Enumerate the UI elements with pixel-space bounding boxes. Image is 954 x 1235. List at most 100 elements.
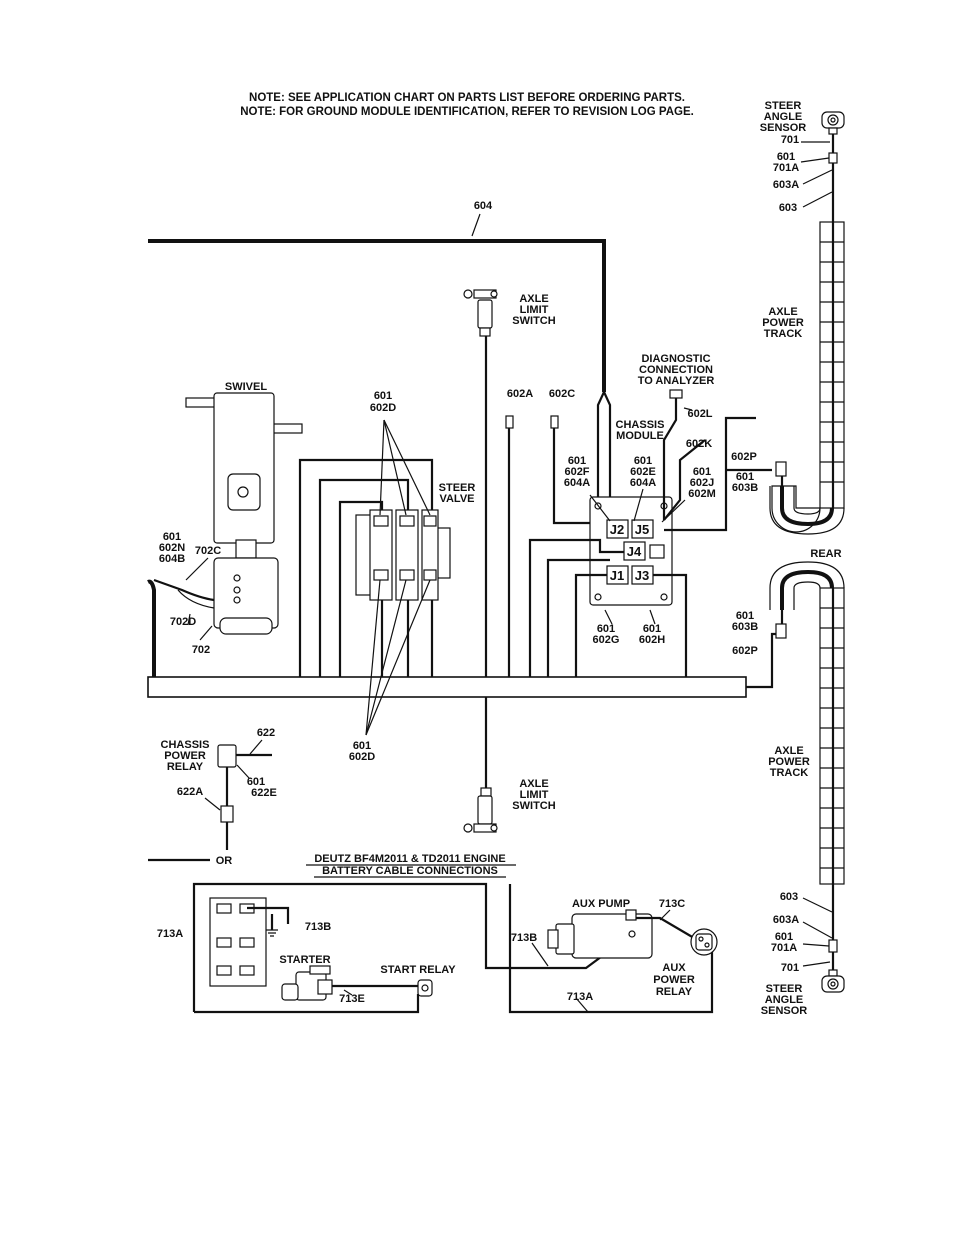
label-axle-power-track-top-2: POWER [762, 317, 804, 329]
wire-label-601-603b-top-1: 601 [736, 471, 754, 483]
connector-j4: J4 [627, 544, 642, 559]
leader-602d-top-a [379, 419, 385, 516]
label-steer-valve-2: VALVE [439, 493, 474, 505]
label-diagnostic-1: DIAGNOSTIC [641, 353, 710, 365]
wire-label-604: 604 [474, 200, 493, 212]
wire-702c [153, 578, 215, 602]
wire-label-702c: 702C [195, 545, 221, 557]
wire-label-603-bottom: 603 [780, 891, 798, 903]
ground-symbol [266, 929, 278, 937]
leader-602l [683, 407, 693, 411]
label-chassis-power-relay-2: POWER [164, 750, 206, 762]
wire-label-701-bottom: 701 [781, 962, 799, 974]
battery-terminal-block [209, 897, 267, 987]
wire-label-702: 702 [192, 644, 210, 656]
wire-label-601-602d-bottom-1: 601 [353, 740, 371, 752]
leader-602d-bottom-b [365, 579, 407, 736]
wire-602p-bottom [746, 632, 778, 689]
wire-label-602c: 602C [549, 388, 575, 400]
wire-label-603a-bottom: 603A [773, 914, 799, 926]
wire-label-601-622e-2: 622E [251, 787, 277, 799]
label-swivel: SWIVEL [225, 381, 267, 393]
wire-602k [663, 439, 706, 521]
label-deutz-2: BATTERY CABLE CONNECTIONS [322, 865, 498, 877]
wire-label-601-602g-2: 602G [593, 634, 620, 646]
label-axle-power-track-bottom-3: TRACK [770, 767, 809, 779]
leader-602d-bottom-a [365, 579, 381, 736]
steer-valve [355, 509, 451, 601]
wire-602n [147, 579, 156, 677]
label-axle-power-track-bottom-1: AXLE [774, 745, 803, 757]
wire-label-602k: 602K [686, 438, 712, 450]
label-steer-sensor-bottom-3: SENSOR [761, 1005, 808, 1017]
wire-label-602l: 602L [687, 408, 712, 420]
wire-label-603-top: 603 [779, 202, 797, 214]
leader-603a-bottom [802, 921, 833, 939]
label-steer-sensor-top-1: STEER [765, 100, 802, 112]
wire-label-713e: 713E [339, 993, 365, 1005]
wire-steer-valve-a [298, 458, 434, 677]
steer-angle-sensor-top [821, 111, 845, 135]
leader-603-bottom [802, 897, 833, 913]
aux-pump [547, 909, 653, 959]
wire-label-601-602d-top-1: 601 [374, 390, 392, 402]
chassis-module [589, 496, 673, 606]
connector-602c [550, 415, 559, 429]
connector-602a [505, 415, 514, 429]
wire-label-601-622e-1: 601 [247, 776, 265, 788]
diagnostic-connector [669, 389, 683, 399]
wire-label-601-602n-604b-1: 601 [163, 531, 181, 543]
label-aux-power-relay-1: AUX [662, 962, 686, 974]
chassis-power-relay [217, 744, 237, 768]
connector-j5: J5 [635, 522, 649, 537]
leader-701-bottom [802, 961, 831, 967]
wire-604 [148, 239, 606, 392]
label-axle-limit-switch-top-1: AXLE [519, 293, 548, 305]
label-start-relay: START RELAY [380, 964, 456, 976]
label-axle-limit-switch-bottom-3: SWITCH [512, 800, 555, 812]
connector-j3: J3 [635, 568, 649, 583]
leader-701a-bottom [802, 943, 830, 947]
label-rear: REAR [810, 548, 841, 560]
aux-power-relay [690, 928, 718, 956]
wire-602m [664, 416, 756, 532]
leader-713a-bottom [575, 997, 589, 1013]
wire-label-713a-left: 713A [157, 928, 183, 940]
label-chassis-power-relay-3: RELAY [167, 761, 204, 773]
wire-602g-feed [574, 573, 607, 677]
wire-label-601-701a-bottom-1: 601 [775, 931, 793, 943]
steer-angle-sensor-bottom [821, 969, 845, 993]
wire-602h [653, 573, 688, 677]
wire-label-601-602e-604a-1: 601 [634, 455, 652, 467]
wire-label-602a: 602A [507, 388, 533, 400]
wire-label-601-603b-bottom-1: 601 [736, 610, 754, 622]
leader-602f [589, 494, 611, 522]
wire-label-601-602j-602m-1: 601 [693, 466, 711, 478]
leader-602h [649, 609, 656, 625]
wire-713c [636, 916, 695, 939]
label-axle-power-track-top-1: AXLE [768, 306, 797, 318]
wire-label-601-602n-604b-2: 602N [159, 542, 185, 554]
wire-label-622a: 622A [177, 786, 203, 798]
label-starter: STARTER [279, 954, 330, 966]
leader-603-top [802, 191, 833, 208]
wire-label-601-602e-604a-2: 602E [630, 466, 656, 478]
label-chassis-power-relay-1: CHASSIS [161, 739, 210, 751]
wire-label-602p-top: 602P [731, 451, 757, 463]
leader-622a [204, 797, 221, 811]
swivel [185, 392, 303, 635]
leader-622 [249, 739, 263, 755]
wire-713a-713b-loop [192, 882, 633, 1012]
wire-j1-feed [546, 558, 610, 677]
leader-713b-right [531, 942, 549, 967]
wire-713a-right [508, 884, 714, 1014]
wire-label-601-602d-bottom-2: 602D [349, 751, 375, 763]
wire-label-601-602j-602m-3: 602M [688, 488, 716, 500]
wire-label-601-602f-604a-1: 601 [568, 455, 586, 467]
connector-j2: J2 [610, 522, 624, 537]
leader-602g [604, 609, 613, 625]
wire-label-601-603b-bottom-2: 603B [732, 621, 758, 633]
axle-limit-switch-top [463, 289, 498, 337]
wire-602l [662, 398, 678, 520]
